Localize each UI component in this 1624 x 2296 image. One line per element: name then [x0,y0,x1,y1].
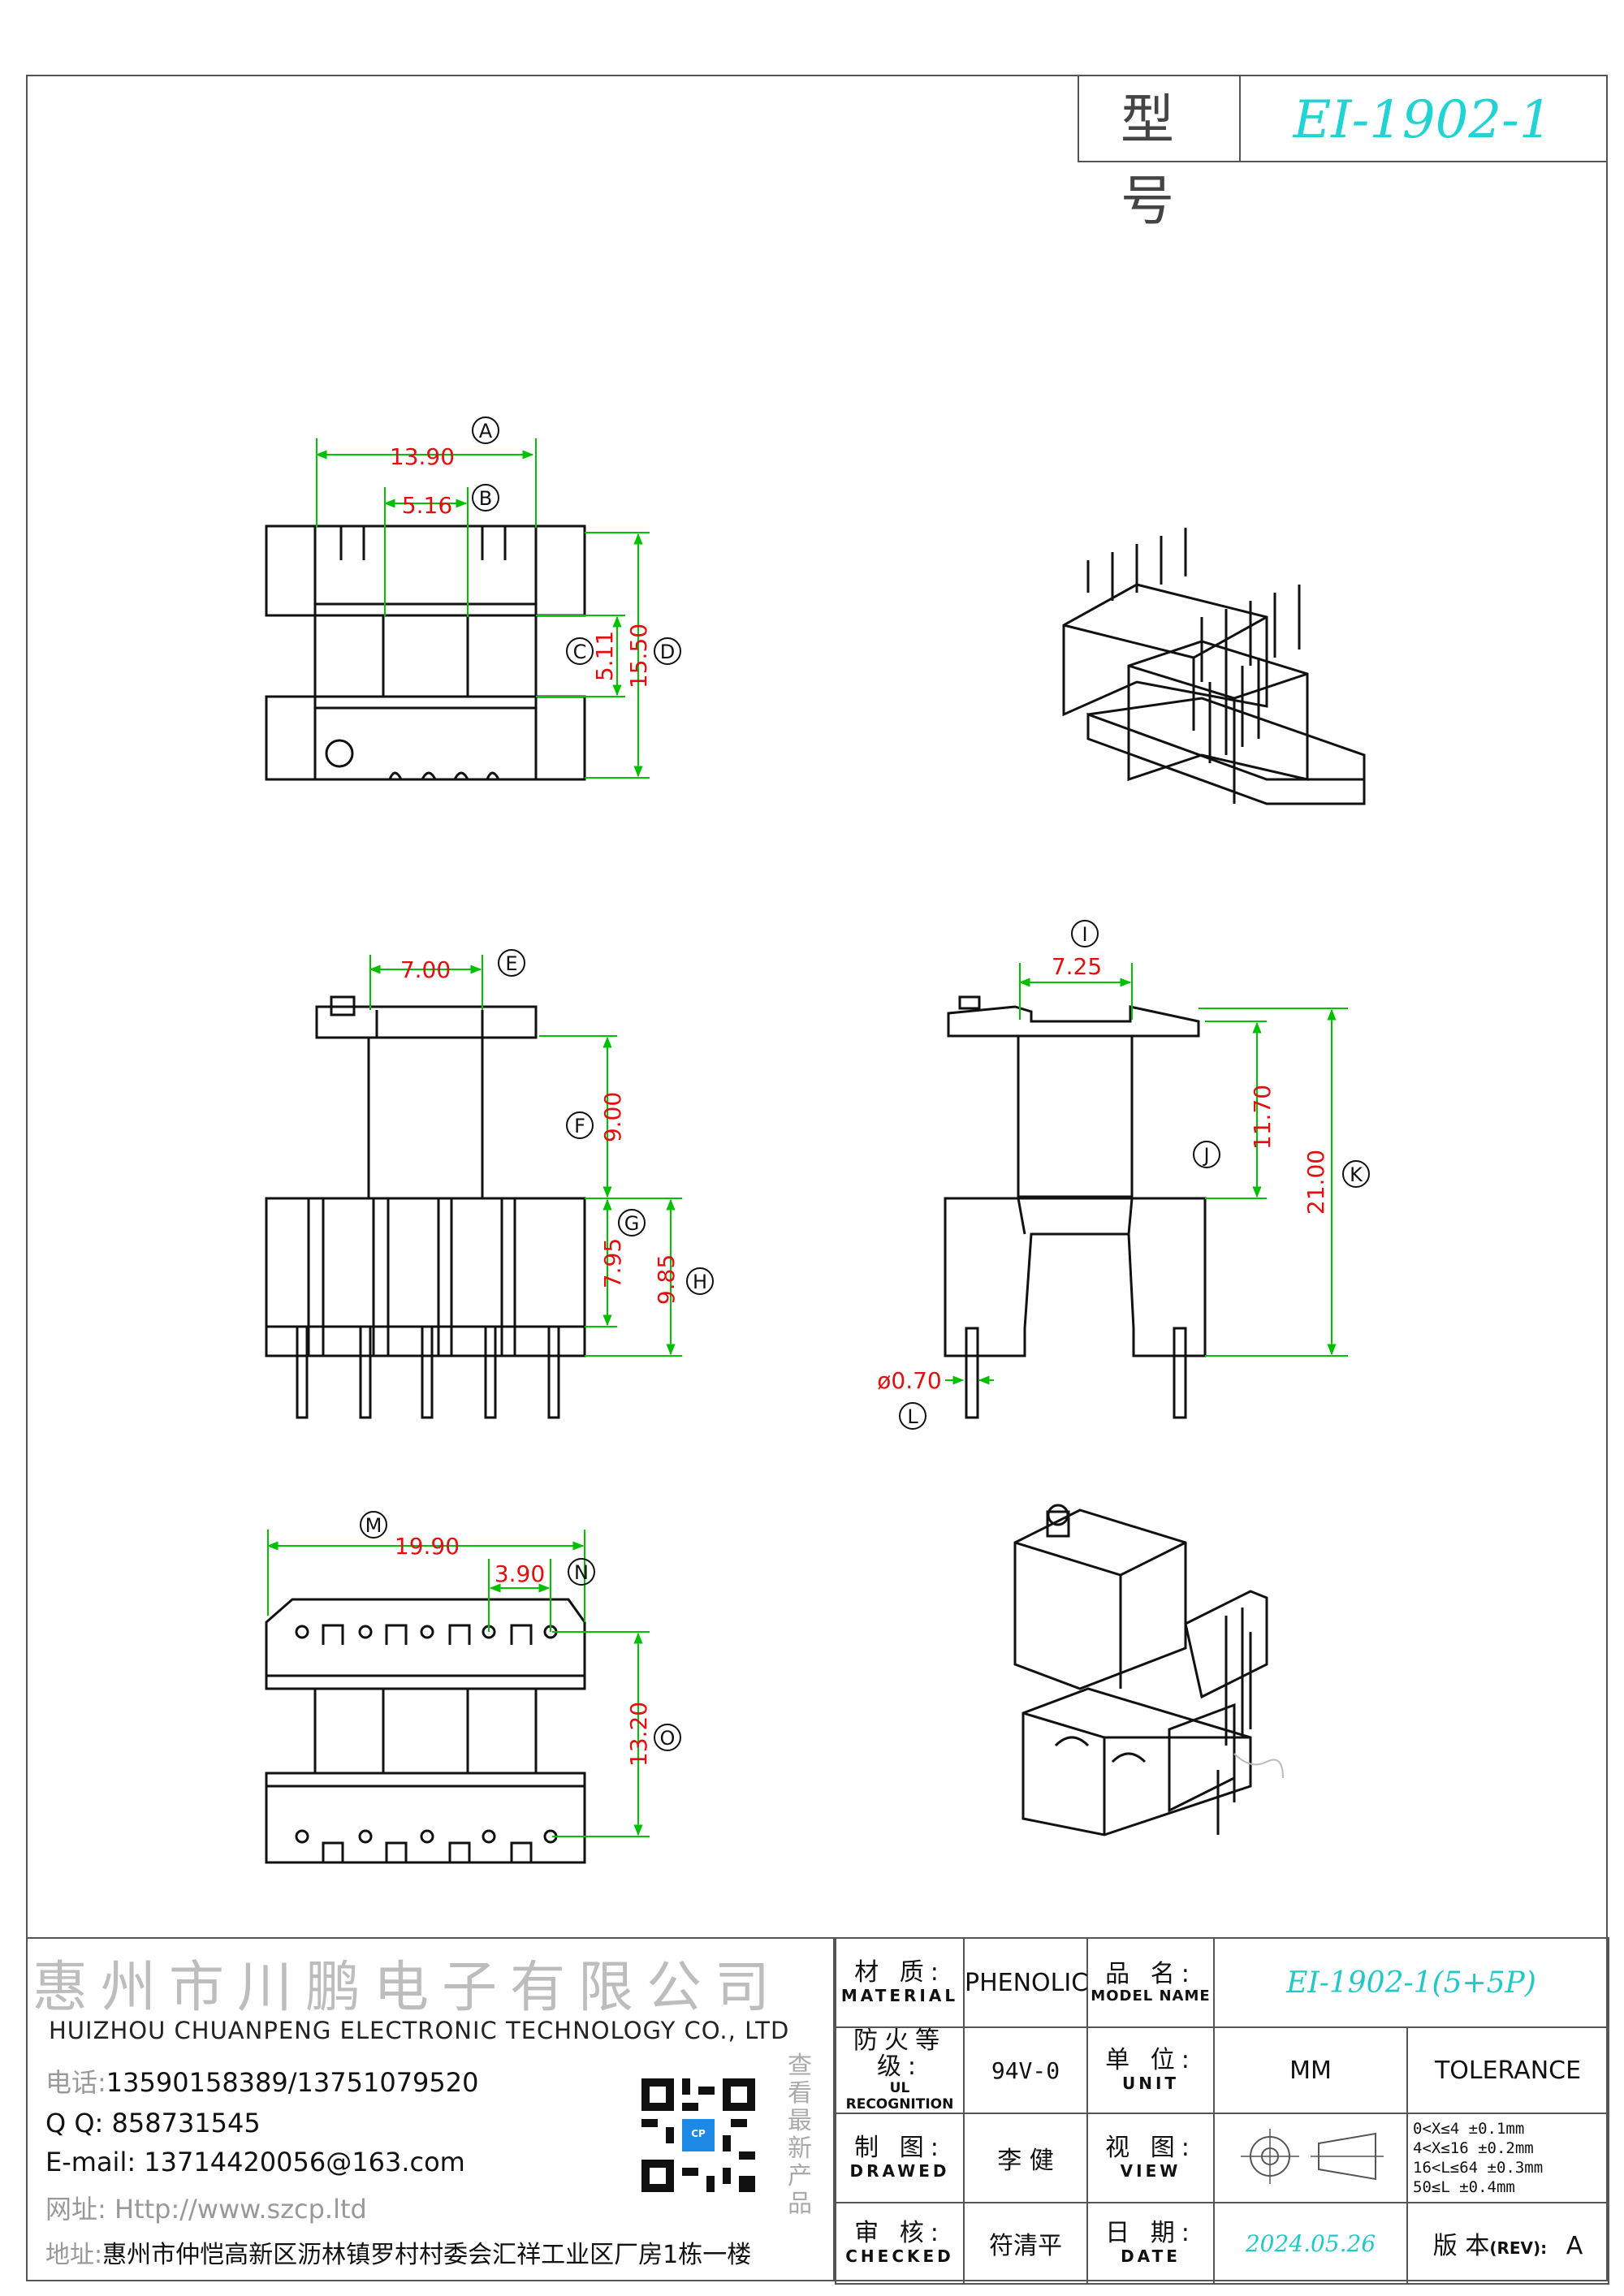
web-url[interactable]: Http://www.szcp.ltd [114,2194,367,2225]
front-view-dims: 7.00 E 9.00 F 7.95 G 9.85 H [369,949,714,1357]
bottom-view-dims: 19.90 M 3.90 N 13.20 O [266,1511,681,1837]
email-label: E-mail: [45,2147,136,2177]
model-label: 型 号 [1121,88,1197,232]
projection-symbol-icon [1213,2113,1408,2203]
iso-view-2-pins [1233,1753,1284,1779]
technical-drawing: 13.90 A 5.16 B 5.11 C 15.50 D [265,416,1370,1864]
dim-C-value: 5.11 [591,631,618,681]
side-view [944,995,1207,1419]
dim-I-letter: I [1082,923,1087,946]
side-view-dims: 7.25 I 11.70 J 21.00 K ø0.70 L [877,920,1370,1430]
address-text: 惠州市仲恺高新区沥林镇罗村村委会汇祥工业区厂房1栋一楼 [102,2241,752,2269]
top-view [265,524,586,781]
dim-E-value: 7.00 [400,956,451,983]
ul-label-cell: 防火等级:UL RECOGNITION [835,2026,965,2114]
unit-label-cell: 单 位:UNIT [1086,2026,1215,2114]
material-value: PHENOLIC [963,1937,1088,2028]
dim-E-letter: E [505,952,517,975]
tolerance-table: 0<X≤4 ±0.1mm 4<X≤16 ±0.2mm 16<L≤64 ±0.3m… [1406,2113,1610,2203]
checked-value: 符清平 [963,2202,1088,2285]
phone-number: 13590158389/13751079520 [106,2067,479,2098]
qr-badge: CP [691,2128,706,2139]
qq-label: Q Q: [45,2108,104,2138]
dim-C-letter: C [573,641,587,663]
model-number: EI-1902-1 [1293,90,1553,150]
web-line: 网址: Http://www.szcp.ltd [45,2189,367,2226]
iso-view-2 [1013,1504,1268,1836]
dim-D-letter: D [660,641,675,663]
dim-I-value: 7.25 [1052,953,1102,980]
dim-K-value: 21.00 [1302,1150,1329,1215]
dim-D-value: 15.50 [625,624,652,688]
company-name-cn: 惠州市川鹏电子有限公司 [32,1956,784,2020]
date-label-cell: 日 期:DATE [1086,2202,1215,2285]
email-address[interactable]: 13714420056@163.com [144,2147,465,2177]
dim-A-value: 13.90 [390,443,455,470]
dim-M-letter: M [365,1514,382,1537]
dim-N-value: 3.90 [495,1560,545,1587]
front-view [265,995,586,1419]
checked-label-cell: 审 核:CHECKED [835,2202,965,2285]
dim-H-letter: H [693,1271,707,1293]
model-name-value: EI-1902-1(5+5P) [1212,1937,1610,2028]
material-label-cell: 材 质:MATERIAL [835,1937,965,2028]
date-value: 2024.05.26 [1213,2202,1408,2285]
qq-line: Q Q: 858731545 [45,2108,261,2138]
phone-label: 电话: [45,2067,106,2098]
top-view-dims: 13.90 A 5.16 B 5.11 C 15.50 D [315,416,681,779]
view-latest-products-label: 查 看 最 新 产 品 [788,2052,812,2218]
tolerance-label: TOLERANCE [1406,2026,1610,2114]
dim-G-value: 7.95 [599,1238,626,1288]
company-block [26,1937,835,2281]
dim-F-letter: F [574,1115,585,1137]
dim-L-value: ø0.70 [877,1367,941,1394]
ul-value: 94V-0 [963,2026,1088,2114]
dim-F-value: 9.00 [599,1092,626,1142]
company-name-en: HUIZHOU CHUANPENG ELECTRONIC TECHNOLOGY … [49,2017,790,2044]
unit-value: MM [1213,2026,1408,2114]
qq-number: 858731545 [111,2108,261,2138]
dim-J-value: 11.70 [1249,1085,1276,1150]
dim-K-letter: K [1350,1163,1363,1186]
revision-value: A [1566,2232,1583,2260]
address-line: 地址:惠州市仲恺高新区沥林镇罗村村委会汇祥工业区厂房1栋一楼 [45,2234,751,2270]
dim-H-value: 9.85 [653,1254,680,1305]
dim-O-value: 13.20 [625,1702,652,1767]
dim-O-letter: O [660,1727,676,1750]
web-label: 网址: [45,2194,106,2225]
dim-B-letter: B [479,487,492,510]
revision-cell: 版 本(REV): A [1406,2202,1610,2285]
dim-G-letter: G [624,1212,640,1235]
drawn-value: 李 健 [963,2113,1088,2203]
dim-A-letter: A [479,420,493,442]
view-label-cell: 视 图:VIEW [1086,2113,1215,2203]
model-name-label-cell: 品 名:MODEL NAME [1086,1937,1215,2028]
revision-label-en: (REV): [1489,2238,1548,2258]
dim-N-letter: N [574,1561,589,1584]
drawn-label-cell: 制 图:DRAWED [835,2113,965,2203]
revision-label-cn: 版 本 [1432,2232,1490,2260]
email-line: E-mail: 13714420056@163.com [45,2147,465,2177]
dim-B-value: 5.16 [402,492,452,519]
dim-L-letter: L [907,1405,918,1428]
phone-line: 电话:13590158389/13751079520 [45,2062,478,2100]
dim-J-letter: J [1202,1144,1209,1167]
address-label: 地址: [45,2241,103,2269]
bottom-view [265,1598,586,1864]
iso-view-1 [1062,528,1366,805]
model-box [1078,75,1608,162]
dim-M-value: 19.90 [395,1533,460,1560]
qr-code-icon[interactable] [641,2078,755,2192]
title-block-table: 材 质:MATERIAL PHENOLIC 品 名:MODEL NAME EI-… [835,1937,1610,2285]
